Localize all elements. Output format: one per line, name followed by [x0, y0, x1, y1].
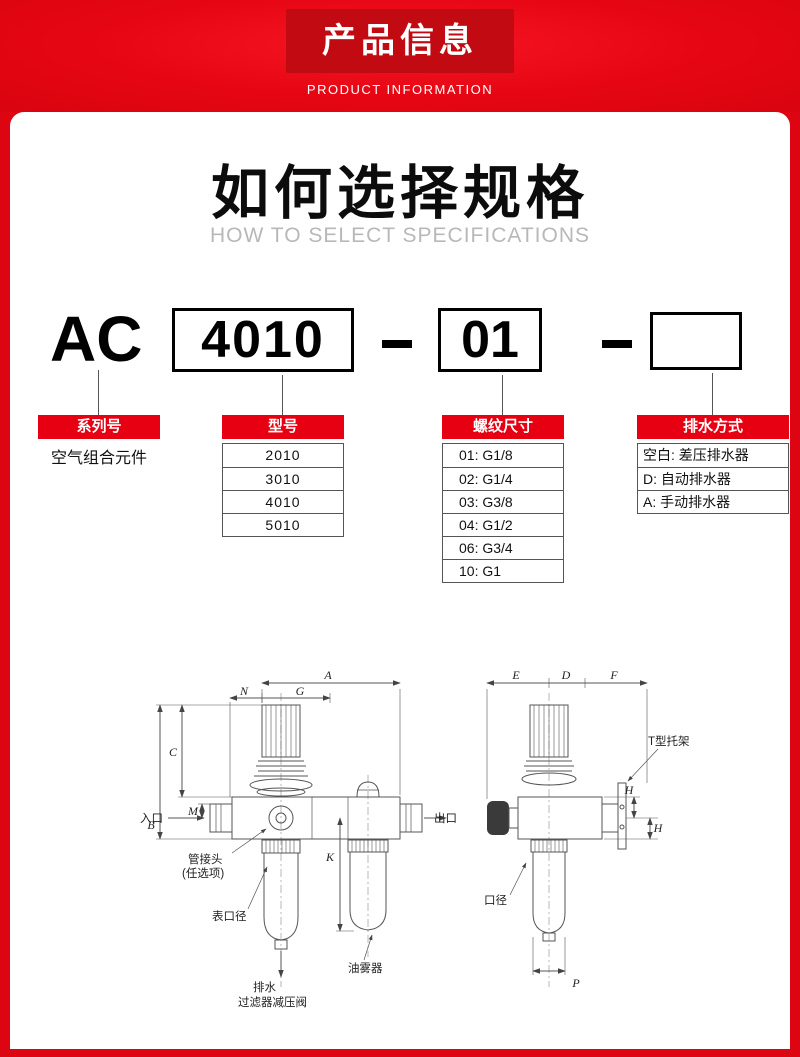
table-row: 10: G1 — [443, 559, 563, 582]
dimension-diagram: A N G C B M K 入口 出口 管接头 (任选项) 表口径 油雾器 排水… — [140, 668, 690, 1009]
gauge-port-label: 表口径 — [212, 909, 247, 923]
dim-label-d: D — [561, 668, 571, 682]
table-row: 02: G1/4 — [443, 467, 563, 490]
banner: 产品信息 PRODUCT INFORMATION — [0, 0, 800, 112]
model-code-thread-box: 01 — [438, 308, 542, 372]
banner-subtitle: PRODUCT INFORMATION — [306, 82, 494, 97]
table-row: 3010 — [223, 467, 343, 490]
table-row: 03: G3/8 — [443, 490, 563, 513]
model-code-dash-2 — [602, 340, 632, 348]
filter-regulator-label: 过滤器减压阀 — [238, 995, 307, 1009]
table-row: 4010 — [223, 490, 343, 513]
left-unit-drawing — [156, 680, 447, 978]
dim-label-a: A — [323, 668, 332, 682]
dim-label-e: E — [511, 668, 520, 682]
fitting-label-line2: (任选项) — [182, 867, 224, 880]
banner-title: 产品信息 — [322, 22, 478, 60]
lubricator-label: 油雾器 — [348, 961, 383, 975]
banner-title-box: 产品信息 — [286, 9, 514, 73]
inlet-label: 入口 — [140, 812, 163, 825]
dim-label-h1: H — [624, 783, 635, 797]
bracket-label: T型托架 — [648, 734, 690, 748]
model-column-header: 型号 — [222, 415, 344, 439]
connector-line-drain — [712, 373, 713, 415]
model-code-dash-1 — [382, 340, 412, 348]
connector-line-thread — [502, 375, 503, 415]
table-row: 5010 — [223, 513, 343, 536]
page-title: 如何选择规格 — [210, 161, 589, 226]
connector-line-model — [282, 375, 283, 415]
outlet-label: 出口 — [434, 811, 457, 825]
table-row: D: 自动排水器 — [638, 467, 788, 490]
right-unit-drawing — [486, 678, 659, 975]
dim-label-m: M — [187, 804, 199, 818]
dim-label-g: G — [296, 684, 305, 698]
dim-label-h2: H — [653, 821, 664, 835]
table-row: 2010 — [265, 447, 301, 463]
drain-label: 排水 — [253, 980, 276, 994]
port-label: 口径 — [484, 894, 507, 907]
table-row: 空白: 差压排水器 — [643, 447, 749, 463]
model-code-empty-box — [650, 312, 742, 370]
model-code-series: AC — [50, 303, 143, 375]
dim-label-k: K — [325, 850, 335, 864]
series-value: 空气组合元件 — [50, 450, 147, 467]
dim-label-f: F — [609, 668, 618, 682]
content-panel: 如何选择规格 HOW TO SELECT SPECIFICATIONS AC 4… — [10, 112, 790, 1049]
dim-label-p: P — [571, 976, 580, 990]
table-row: 04: G1/2 — [443, 513, 563, 536]
table-row: 06: G3/4 — [443, 536, 563, 559]
thread-column-header: 螺纹尺寸 — [442, 415, 564, 439]
dim-label-b: B — [147, 818, 155, 832]
model-code-model-box: 4010 — [172, 308, 354, 372]
table-row: A: 手动排水器 — [638, 490, 788, 513]
drain-column-header: 排水方式 — [637, 415, 789, 439]
page-subtitle: HOW TO SELECT SPECIFICATIONS — [209, 224, 590, 247]
series-column-header: 系列号 — [38, 415, 160, 439]
connector-line-series — [98, 370, 99, 415]
table-row: 01: G1/8 — [459, 447, 513, 463]
fitting-label-line1: 管接头 — [188, 852, 223, 866]
dim-label-c: C — [169, 745, 178, 759]
dim-label-n: N — [239, 684, 249, 698]
